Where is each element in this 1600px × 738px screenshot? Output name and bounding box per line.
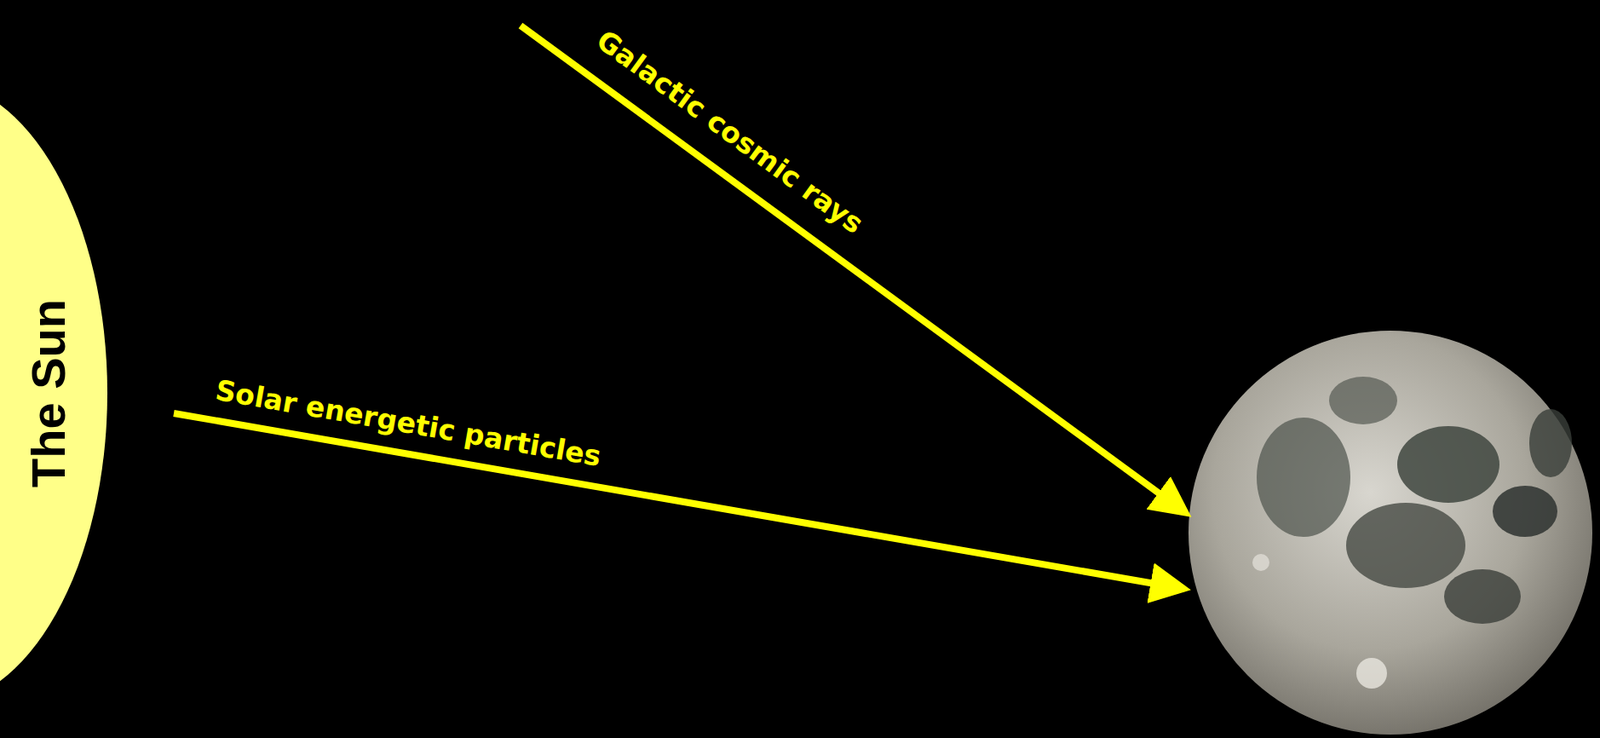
ray-label: Galactic cosmic rays <box>590 23 870 241</box>
sun-title: The Sun <box>20 299 76 488</box>
cosmic-ray-arrow <box>520 25 1186 513</box>
solar-particle-arrow <box>173 413 1185 589</box>
sun-shape: The Sun <box>0 80 108 706</box>
moon <box>1188 330 1593 735</box>
ray-label: Solar energetic particles <box>212 372 604 472</box>
